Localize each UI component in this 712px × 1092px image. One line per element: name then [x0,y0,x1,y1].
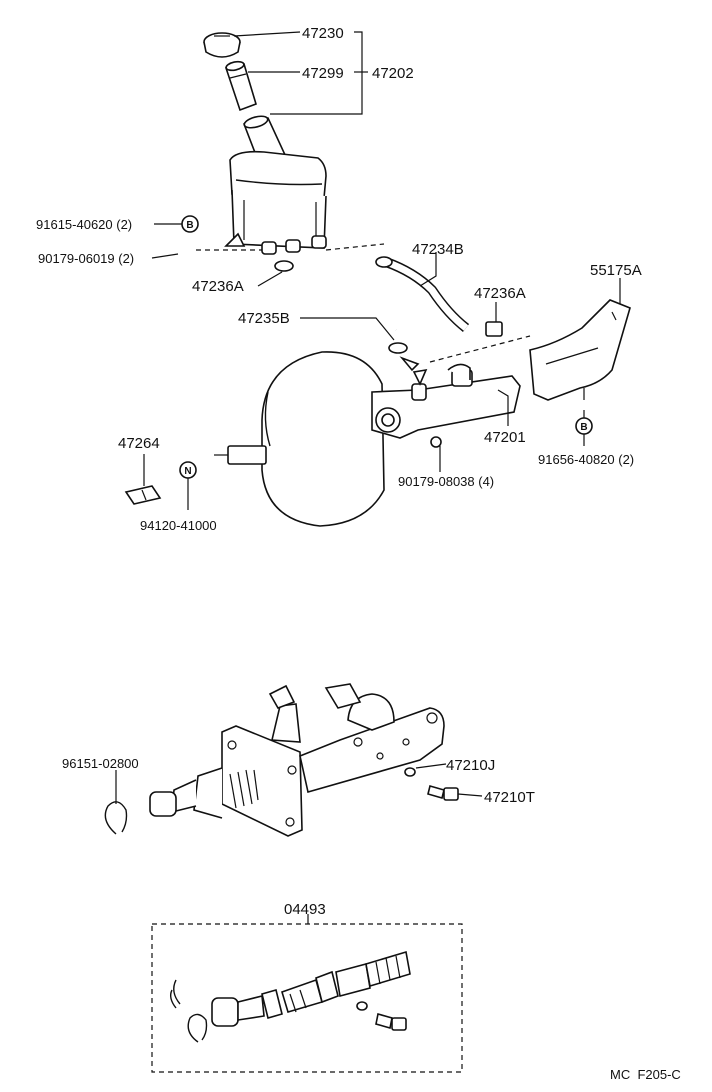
brake-booster [214,351,385,527]
label-47201: 47201 [484,429,526,446]
master-cylinder-lower [149,683,445,837]
reservoir-strainer [224,60,257,112]
kit-gasket [356,1001,368,1011]
footer-code: MC F205-C [610,1067,681,1082]
label-94120-41000: 94120-41000 [140,518,217,533]
dash-line [429,335,531,363]
kit-snap-ring [187,1013,208,1043]
symbol-b-top: B [181,215,199,233]
hose-clamp-left [274,260,420,372]
label-47202: 47202 [372,65,414,82]
label-47234b: 47234B [412,241,464,258]
label-90179-06019: 90179-06019 (2) [38,251,134,266]
hose-47235b [280,268,400,332]
label-55175a: 55175A [590,262,642,279]
label-91615-40620: 91615-40620 (2) [36,217,132,232]
symbol-n-left: N [179,461,197,479]
label-90179-08038: 90179-08038 (4) [398,474,494,489]
bolt-47210t [427,785,459,801]
symbol-n-left-text: N [184,466,191,477]
label-91656-40820: 91656-40820 (2) [538,452,634,467]
kit-bolt [375,1012,407,1031]
label-47236a-right: 47236A [474,285,526,302]
symbol-b-right-text: B [580,422,587,433]
hose-47234b [375,256,470,332]
snap-ring [104,801,128,835]
kit-piston-assembly [169,950,411,1027]
reservoir-cap [203,32,241,58]
clip-47264 [124,485,162,505]
label-47236a-left: 47236A [192,278,244,295]
reservoir-tank [224,115,327,249]
master-cylinder-upper [371,363,521,448]
dash-line [325,243,385,251]
kit-dashed-box [151,923,463,1073]
label-47210t: 47210T [484,789,535,806]
reservoir-outlets [261,235,327,255]
label-47264: 47264 [118,435,160,452]
label-47235b: 47235B [238,310,290,327]
bracket-55175a [529,299,631,401]
gasket-47210j [404,767,416,777]
hose-clamp-right [485,321,503,337]
leader-lines [115,31,621,924]
label-96151-02800: 96151-02800 [62,756,139,771]
label-47210j: 47210J [446,757,495,774]
label-47230: 47230 [302,25,344,42]
symbol-b-top-text: B [186,220,193,231]
label-04493: 04493 [284,901,326,918]
symbol-b-right: B [575,417,593,435]
label-47299: 47299 [302,65,344,82]
